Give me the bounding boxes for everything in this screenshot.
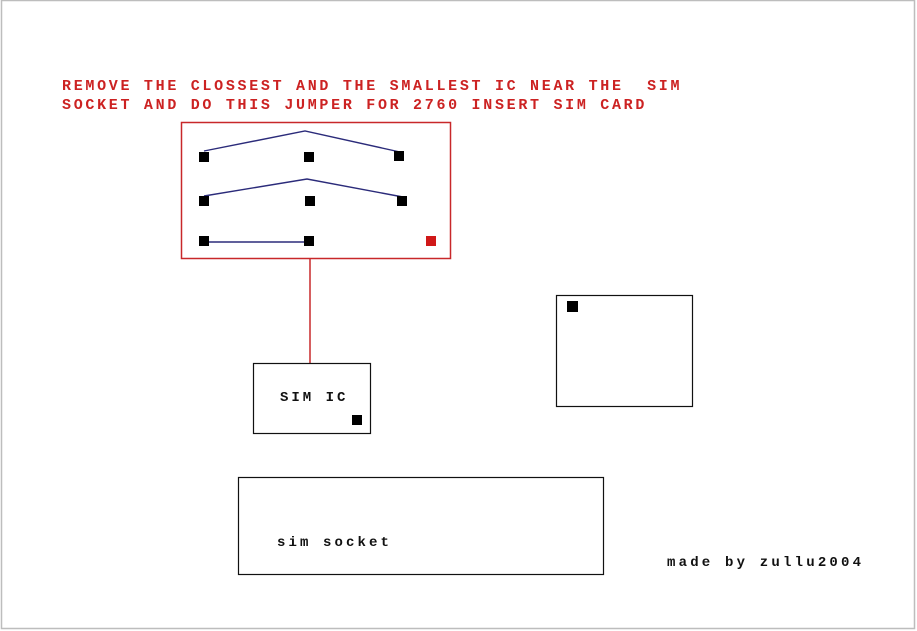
sim-ic-outline	[252, 362, 372, 435]
solder-pad	[199, 152, 209, 162]
solder-pad	[304, 152, 314, 162]
solder-pad	[199, 196, 209, 206]
solder-pad	[397, 196, 407, 206]
sim-ic-label: SIM IC	[280, 390, 349, 406]
solder-pad	[304, 236, 314, 246]
marked-pad	[426, 236, 436, 246]
solder-pad	[394, 151, 404, 161]
solder-pad	[305, 196, 315, 206]
ic-pin1-marker	[567, 301, 578, 312]
jumper-wire-row-1	[203, 130, 401, 153]
instruction-line-2: SOCKET AND DO THIS JUMPER FOR 2760 INSER…	[62, 97, 648, 114]
jumper-area-outline	[180, 121, 452, 260]
jumper-wire-row-2	[203, 178, 404, 198]
sim-socket-outline	[237, 476, 605, 576]
solder-pad	[199, 236, 209, 246]
sim-ic-pin1-marker	[352, 415, 362, 425]
sim-socket-label: sim socket	[277, 535, 393, 551]
ic-outline	[555, 294, 694, 408]
instruction-line-1: REMOVE THE CLOSSEST AND THE SMALLEST IC …	[62, 78, 683, 95]
author-credit: made by zullu2004	[667, 555, 865, 571]
